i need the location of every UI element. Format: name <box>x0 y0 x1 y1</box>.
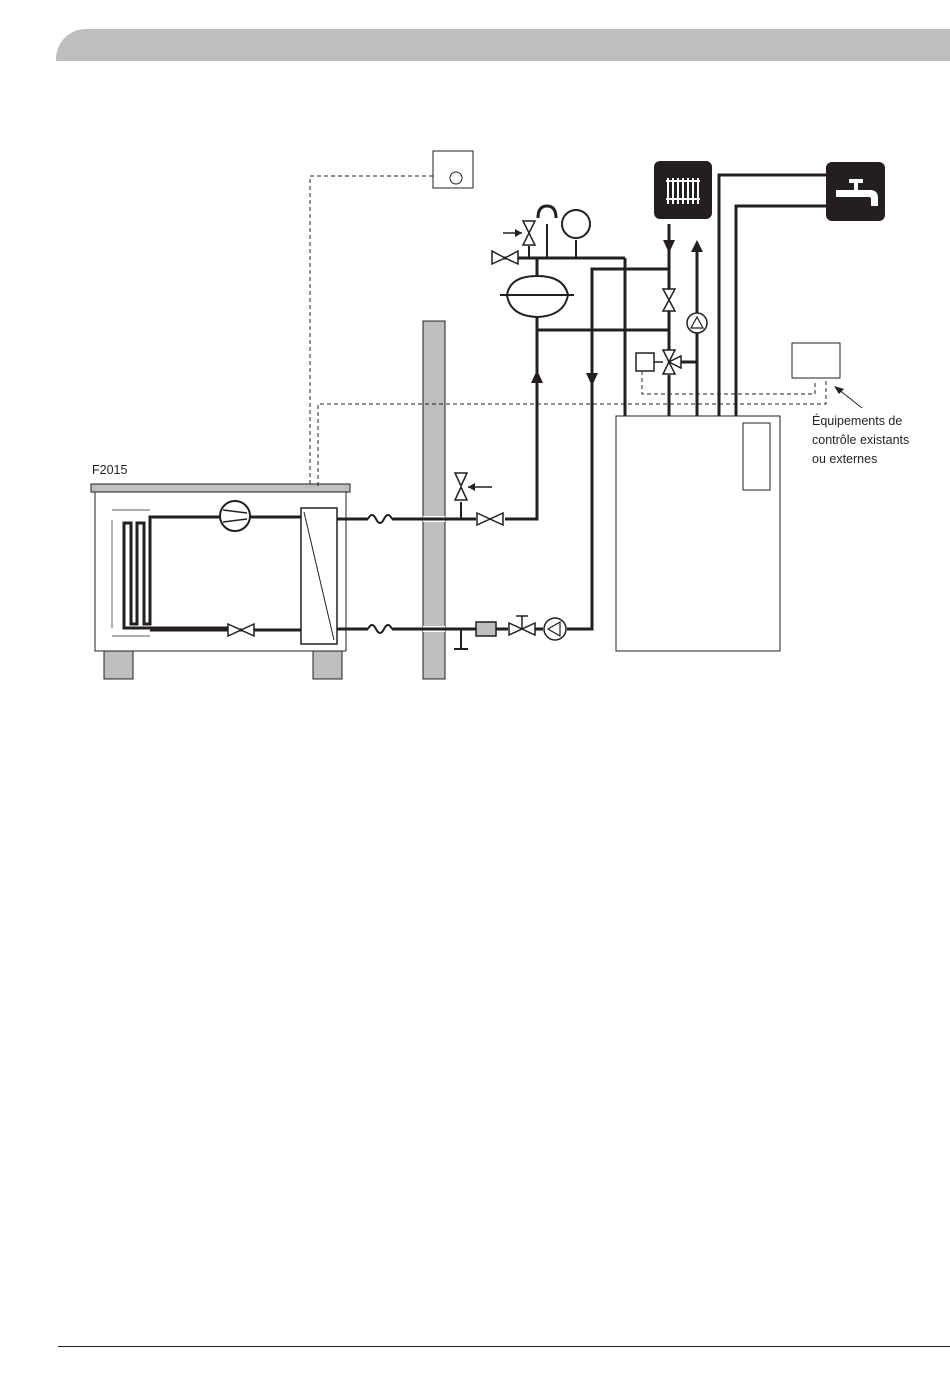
heating-pipes <box>625 224 697 416</box>
external-equipment-label-line1: Équipements de <box>812 413 902 428</box>
radiator-icon <box>654 161 712 219</box>
external-equipment-label-line3: ou externes <box>812 452 877 466</box>
footer-rule <box>58 1346 950 1347</box>
air-vent-valve-icon <box>455 473 467 500</box>
shutoff-valve-icon <box>477 513 503 525</box>
flow-arrow-up <box>531 370 543 383</box>
flow-pipes <box>337 269 625 650</box>
external-control-box <box>792 343 840 378</box>
manometer-icon <box>562 210 590 238</box>
safety-valve-icon <box>523 221 535 245</box>
outdoor-sensor-icon <box>433 151 473 188</box>
outdoor-unit: F2015 <box>91 463 350 679</box>
heating-flow-arrow-down <box>663 240 675 253</box>
heating-valve-icon <box>663 289 675 311</box>
external-equipment-label-line2: contrôle existants <box>812 433 909 447</box>
unit-foot-right <box>313 651 342 679</box>
particle-filter-icon <box>476 622 496 636</box>
thermometer-icon <box>538 206 556 218</box>
expansion-vessel-icon <box>500 276 574 317</box>
tap-icon <box>826 162 885 221</box>
mixing-valve-icon <box>636 350 697 374</box>
water-heater-module <box>743 423 770 490</box>
unit-foot-left <box>104 651 133 679</box>
flow-arrow-down <box>586 373 598 386</box>
callout-leader <box>838 389 862 408</box>
expansion-group <box>500 224 625 330</box>
compressor-icon <box>220 501 250 531</box>
unit-label: F2015 <box>92 463 127 477</box>
heating-flow-arrow-up <box>691 240 703 252</box>
filling-valve-icon <box>492 251 518 264</box>
building-wall <box>423 321 445 679</box>
